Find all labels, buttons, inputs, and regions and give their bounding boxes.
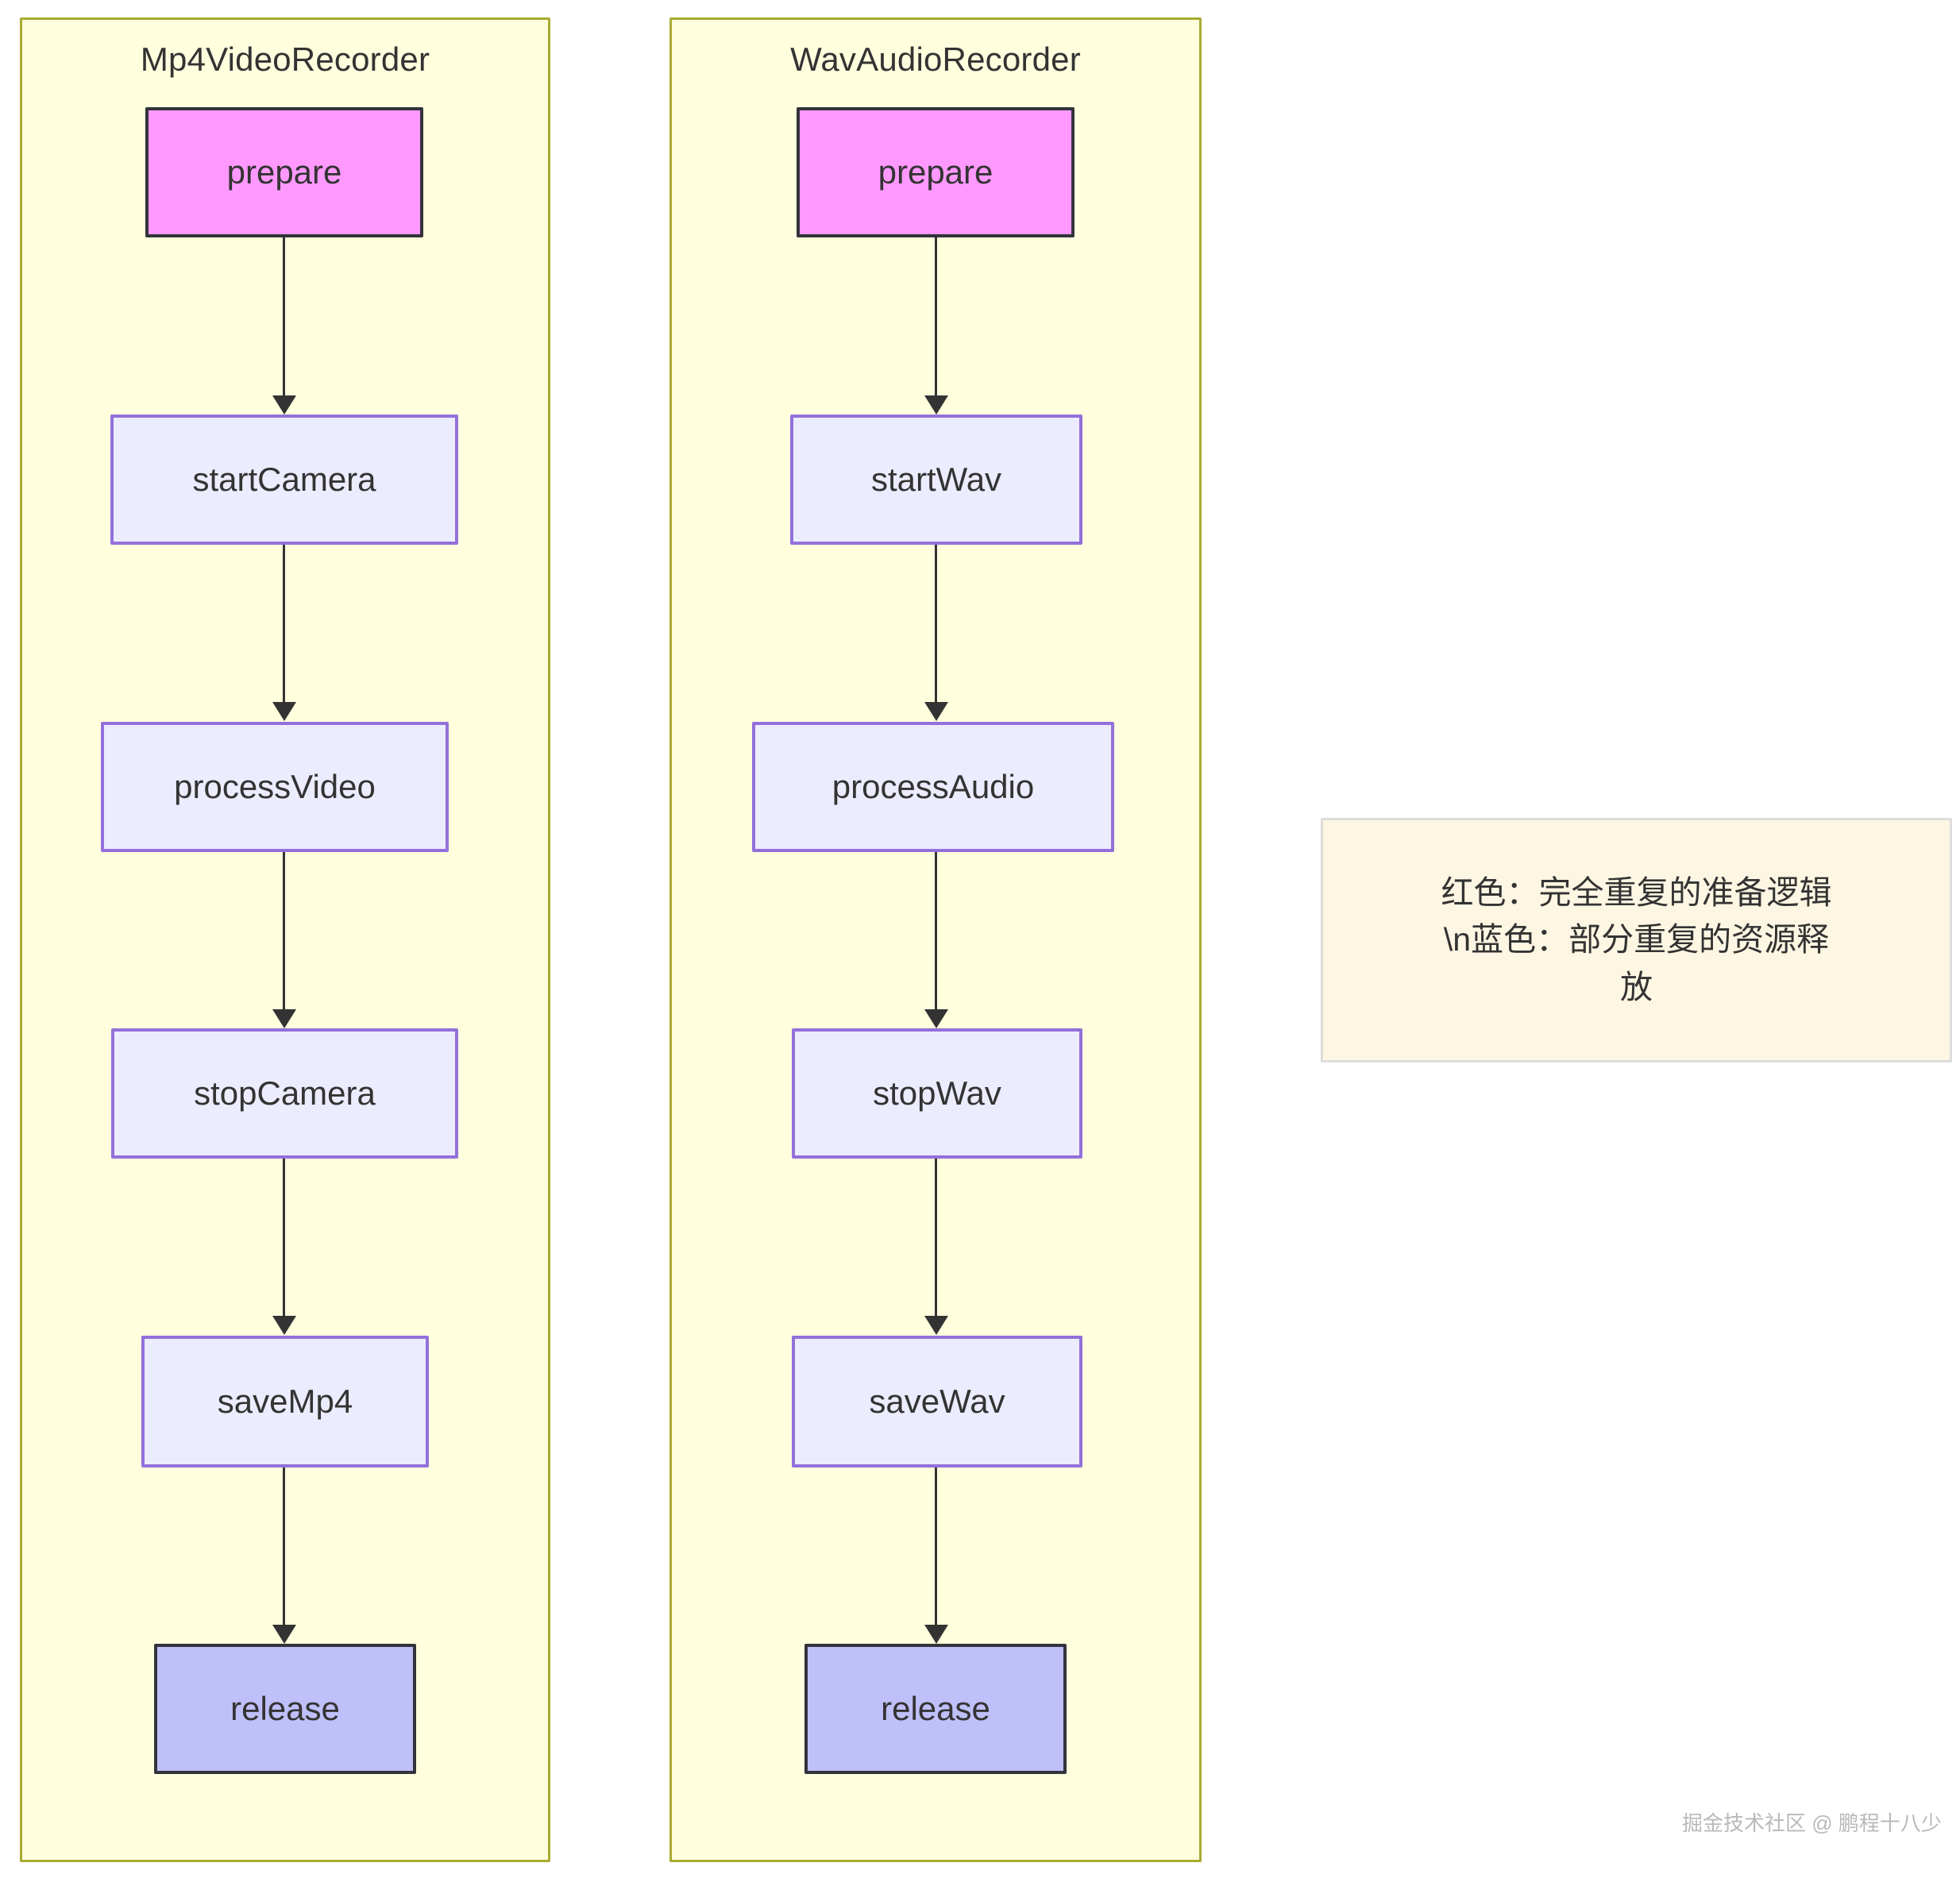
subgraph-mp4-video-recorder: Mp4VideoRecorder	[20, 17, 550, 1862]
watermark: 掘金技术社区 @ 鹏程十八少	[1682, 1811, 1942, 1835]
node-processaudio[interactable]: processAudio	[752, 722, 1114, 852]
node-label: saveWav	[869, 1383, 1005, 1420]
arrowhead-release-left	[272, 1625, 296, 1644]
arrowhead-stopcamera	[272, 1009, 296, 1028]
arrowhead-processaudio	[924, 702, 948, 721]
node-release-audio[interactable]: release	[804, 1644, 1067, 1774]
arrowhead-stopwav	[924, 1009, 948, 1028]
node-label: release	[881, 1690, 990, 1727]
edge-prepare-to-startcamera	[283, 237, 285, 397]
node-startwav[interactable]: startWav	[790, 415, 1082, 545]
legend-note: 红色：完全重复的准备逻辑 \n蓝色：部分重复的资源释 放	[1321, 818, 1952, 1062]
node-label: processAudio	[831, 768, 1035, 805]
edge-processaudio-to-stopwav	[935, 852, 937, 1011]
node-savewav[interactable]: saveWav	[792, 1336, 1082, 1467]
edge-startwav-to-processaudio	[935, 545, 937, 704]
node-prepare-audio[interactable]: prepare	[797, 107, 1075, 237]
subgraph-title-mp4-video-recorder: Mp4VideoRecorder	[140, 40, 430, 78]
edge-prepare-to-startwav	[935, 237, 937, 397]
subgraph-title-wav-audio-recorder: WavAudioRecorder	[790, 40, 1081, 78]
legend-line-red: 红色：完全重复的准备逻辑	[1441, 874, 1832, 911]
node-label: prepare	[226, 153, 342, 191]
node-processvideo[interactable]: processVideo	[101, 722, 449, 852]
legend-line-tail: 放	[1620, 968, 1653, 1005]
node-startcamera[interactable]: startCamera	[110, 415, 458, 545]
node-label: release	[230, 1690, 340, 1727]
arrowhead-savemp4	[272, 1316, 296, 1335]
edge-stopcamera-to-savemp4	[283, 1159, 285, 1317]
edge-savewav-to-release	[935, 1467, 937, 1626]
node-prepare-video[interactable]: prepare	[145, 107, 423, 237]
arrowhead-startwav	[924, 395, 948, 415]
edge-processvideo-to-stopcamera	[283, 852, 285, 1011]
node-label: stopWav	[873, 1074, 1001, 1112]
node-label: stopCamera	[194, 1074, 376, 1112]
edge-startcamera-to-processvideo	[283, 545, 285, 704]
node-label: processVideo	[174, 768, 376, 805]
arrowhead-release-right	[924, 1625, 948, 1644]
arrowhead-processvideo	[272, 702, 296, 721]
node-stopcamera[interactable]: stopCamera	[111, 1028, 458, 1159]
node-label: prepare	[878, 153, 994, 191]
node-release-video[interactable]: release	[154, 1644, 416, 1774]
node-label: startCamera	[192, 461, 376, 498]
node-stopwav[interactable]: stopWav	[792, 1028, 1082, 1159]
legend-text-block: 红色：完全重复的准备逻辑 \n蓝色：部分重复的资源释 放	[1355, 870, 1918, 1011]
node-savemp4[interactable]: saveMp4	[141, 1336, 429, 1467]
edge-savemp4-to-release	[283, 1467, 285, 1626]
edge-stopwav-to-savewav	[935, 1159, 937, 1317]
arrowhead-startcamera	[272, 395, 296, 415]
node-label: saveMp4	[217, 1383, 353, 1420]
arrowhead-savewav	[924, 1316, 948, 1335]
legend-line-blue: \n蓝色：部分重复的资源释	[1443, 921, 1830, 958]
node-label: startWav	[870, 461, 1002, 498]
